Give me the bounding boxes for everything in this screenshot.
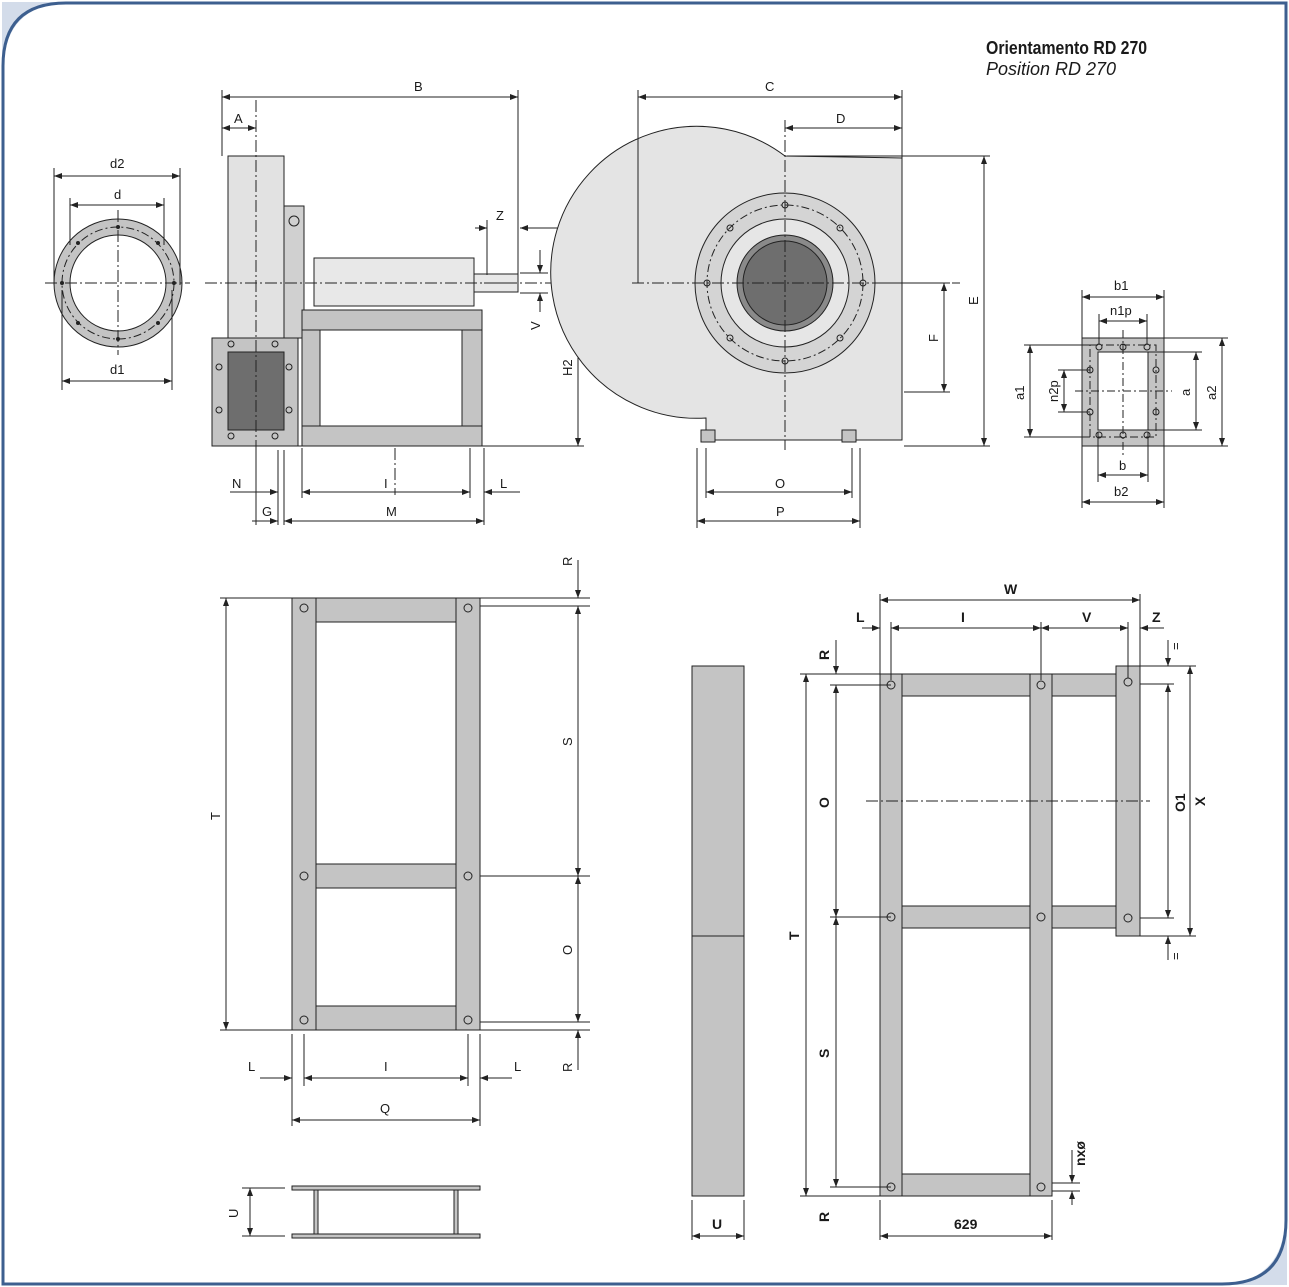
label-Z: Z [496,208,504,223]
label-a: a [1178,388,1193,396]
label-E: E [966,296,981,305]
label-d1: d1 [110,362,124,377]
side-profile [691,665,745,1240]
label-S: S [560,737,575,746]
label-n1p: n1p [1110,303,1132,318]
label-L-right: L [514,1059,521,1074]
label-eq-top: = [1168,642,1183,650]
base-frame-dimensions [220,560,590,1126]
label-S-rot: S [816,1049,832,1058]
fan-side-view [211,155,584,447]
label-U-base: U [226,1209,241,1218]
label-M: M [386,504,397,519]
label-Q: Q [380,1101,390,1116]
label-I-base: I [384,1059,388,1074]
frame-corner-top-left [2,2,60,60]
frame-corner-bottom-right [1226,1222,1287,1285]
base-frame-plan [291,597,481,1031]
label-a1: a1 [1012,386,1027,400]
label-L-rot: L [856,609,865,625]
label-R-bottom: R [560,1063,575,1072]
title-sub: Position RD 270 [986,59,1117,79]
label-P: P [776,504,785,519]
label-O-base: O [560,945,575,955]
base-frame-profile [291,1185,481,1239]
label-B: B [414,79,423,94]
label-A: A [234,111,243,126]
label-D: D [836,111,845,126]
label-W: W [1004,581,1018,597]
label-nxo: nxø [1072,1141,1088,1166]
base-profile-dimension [242,1187,285,1237]
label-N: N [232,476,241,491]
label-O1: O1 [1172,793,1188,812]
label-L: L [500,476,507,491]
label-R-rot-top: R [816,650,832,660]
outlet-flange-dimensions [1024,290,1228,508]
outlet-flange-view [1075,330,1172,456]
rotated-frame-dimensions [800,594,1196,1240]
inlet-flange-view [45,168,190,390]
label-n2p: n2p [1046,380,1061,402]
label-G: G [262,504,272,519]
label-Z-rot: Z [1152,609,1161,625]
label-F: F [926,334,941,342]
label-R-top: R [560,557,575,566]
label-d: d [114,187,121,202]
rotated-base-frame [879,665,1141,1197]
label-T-rot: T [786,931,802,940]
label-eq-bottom: = [1168,952,1183,960]
label-X: X [1192,796,1208,806]
label-b: b [1119,458,1126,473]
front-view-dimensions [637,90,990,528]
label-I: I [384,476,388,491]
label-O-front: O [775,476,785,491]
label-b1: b1 [1114,278,1128,293]
fan-front-view [550,125,903,443]
front-view-centerlines [632,120,960,450]
label-b2: b2 [1114,484,1128,499]
label-C: C [765,79,774,94]
label-I-rot: I [961,609,965,625]
label-O-rot: O [816,797,832,808]
label-V: V [528,321,543,330]
label-a2: a2 [1204,386,1219,400]
label-L-left: L [248,1059,255,1074]
label-V-rot: V [1082,609,1092,625]
label-H2: H2 [560,359,575,376]
label-U-profile: U [712,1216,722,1232]
label-629: 629 [954,1216,978,1232]
label-d2: d2 [110,156,124,171]
label-T: T [208,812,223,820]
title-main: Orientamento RD 270 [986,38,1148,58]
side-view-centerlines [205,100,580,495]
label-R-rot-bottom: R [816,1212,832,1222]
